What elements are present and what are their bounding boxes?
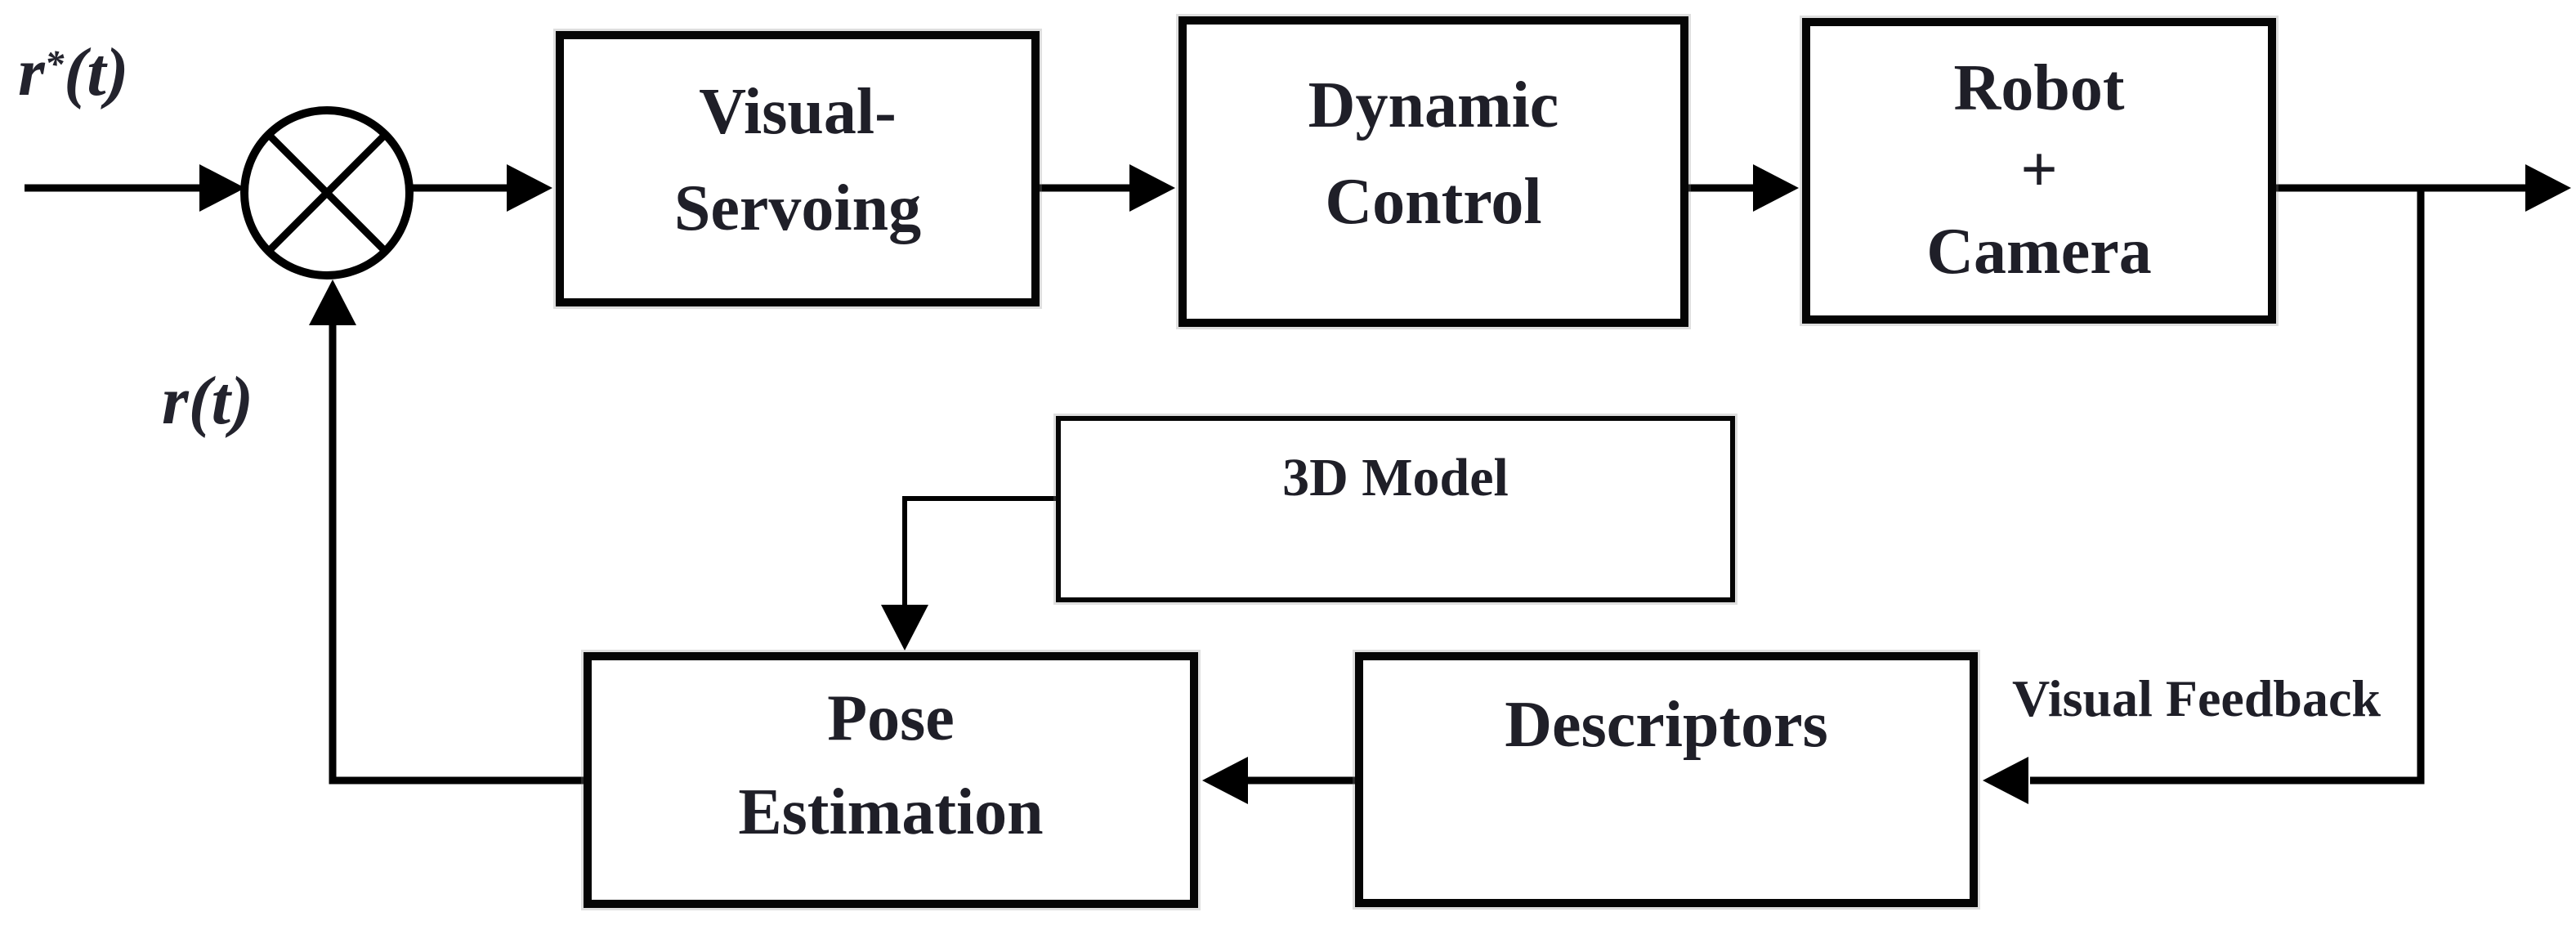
- block-label: +: [2020, 134, 2058, 206]
- reference-signal-superscript: *: [44, 42, 65, 86]
- wire: [2030, 185, 2425, 785]
- dynamic-control-to-robot-camera-arrow: [1688, 164, 1799, 212]
- block-label: Descriptors: [1505, 689, 1828, 761]
- arrowhead-right-icon: [507, 164, 552, 212]
- reference-signal-label: r*(t): [18, 33, 129, 112]
- block-label: Visual-: [699, 76, 897, 148]
- block-label: Camera: [1926, 216, 2152, 288]
- summing-to-visual-servoing-arrow: [410, 164, 552, 212]
- arrowhead-up-icon: [309, 279, 356, 325]
- wire: [329, 322, 584, 785]
- arrowhead-right-icon: [199, 164, 245, 212]
- visual-servoing-to-dynamic-control-arrow: [1040, 164, 1175, 212]
- robot-camera-output-arrow: [2276, 164, 2571, 212]
- 3d-model-block: 3D Model: [1056, 416, 1735, 602]
- reference-signal-base: r: [18, 34, 45, 110]
- feedback-signal-label: r(t): [162, 363, 253, 439]
- arrowhead-down-icon: [881, 605, 928, 651]
- reference-signal-args: (t): [64, 34, 129, 110]
- block-label: 3D Model: [1282, 448, 1509, 507]
- arrowhead-left-icon: [1202, 757, 1248, 804]
- summing-junction-icon: [240, 106, 414, 279]
- arrowhead-left-icon: [1983, 757, 2028, 804]
- visual-feedback-label: Visual Feedback: [2012, 669, 2381, 727]
- block-label: Control: [1325, 166, 1542, 238]
- block-label: Robot: [1953, 52, 2125, 124]
- arrowhead-right-icon: [1129, 164, 1175, 212]
- visual-servoing-block: Visual- Servoing: [556, 31, 1040, 306]
- descriptors-block: Descriptors: [1355, 652, 1978, 907]
- pose-feedback-arrow: [309, 279, 584, 785]
- arrowhead-right-icon: [2525, 164, 2571, 212]
- visual-feedback-branch-arrow: [1983, 185, 2425, 804]
- dynamic-control-block: Dynamic Control: [1178, 16, 1688, 327]
- pose-estimation-block: Pose Estimation: [584, 652, 1198, 908]
- arrowhead-right-icon: [1753, 164, 1799, 212]
- block-label: Servoing: [673, 172, 922, 244]
- robot-camera-block: Robot + Camera: [1802, 18, 2276, 324]
- summing-cross-line: [266, 132, 388, 254]
- block-label: Estimation: [738, 776, 1044, 848]
- block-label: Dynamic: [1308, 69, 1559, 141]
- model-to-pose-arrow: [881, 496, 1056, 651]
- descriptors-to-pose-arrow: [1202, 757, 1355, 804]
- reference-input-arrow: [25, 164, 245, 212]
- block-label: Pose: [827, 682, 955, 754]
- wire: [902, 496, 1056, 608]
